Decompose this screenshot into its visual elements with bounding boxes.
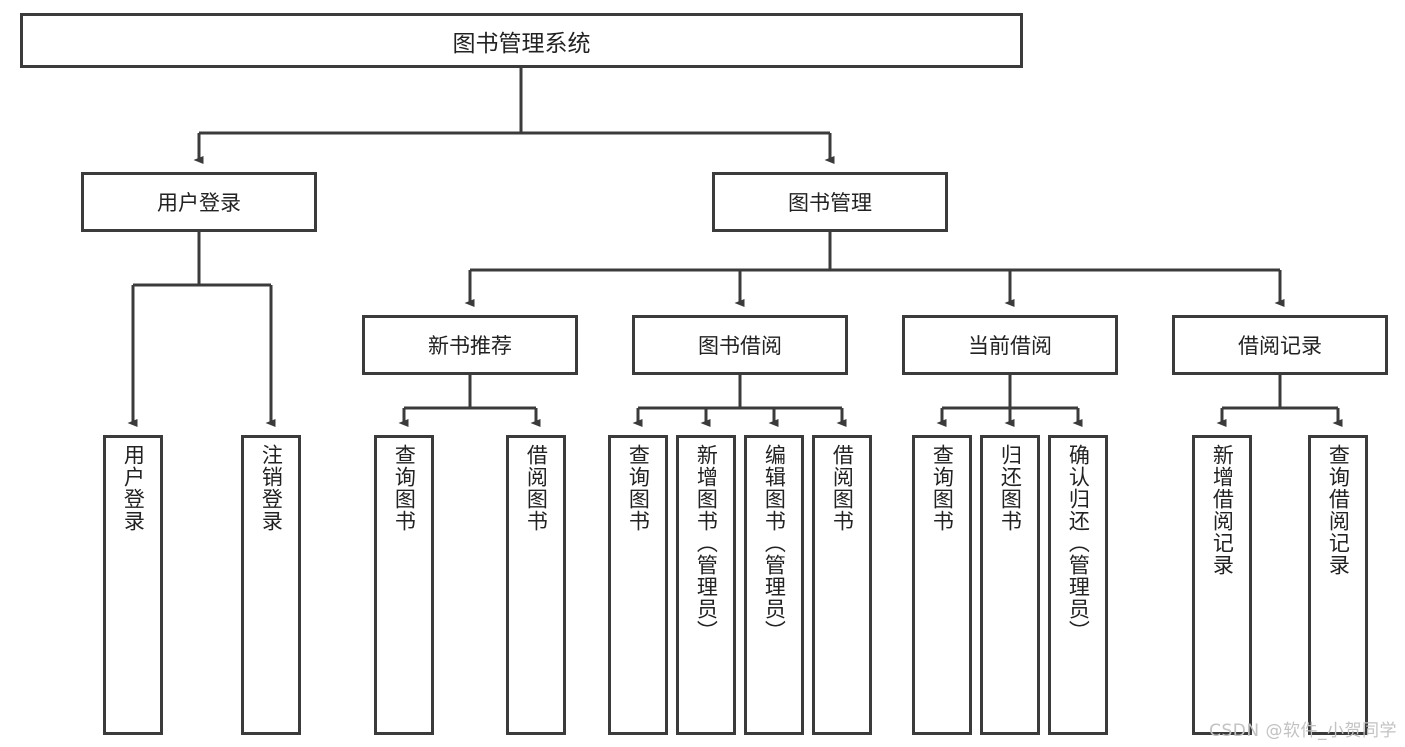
node-label: 当前借阅 bbox=[968, 334, 1052, 358]
node-label: 借阅记录 bbox=[1238, 334, 1322, 358]
leaf-label: 编辑图书（管理员） bbox=[762, 444, 787, 642]
leaf-label: 用户登录 bbox=[121, 444, 146, 532]
node-book-borrow[interactable]: 图书借阅 bbox=[632, 315, 848, 375]
csdn-watermark: CSDN @软件_小贺同学 bbox=[1209, 721, 1397, 741]
leaf-label: 查询图书 bbox=[626, 444, 651, 532]
leaf-confirm-return-admin[interactable]: 确认归还（管理员） bbox=[1048, 435, 1108, 735]
node-book-management[interactable]: 图书管理 bbox=[712, 172, 948, 232]
node-label: 用户登录 bbox=[157, 191, 241, 215]
node-label: 图书管理 bbox=[788, 191, 872, 215]
node-label: 图书管理系统 bbox=[452, 30, 591, 57]
leaf-edit-book-admin[interactable]: 编辑图书（管理员） bbox=[744, 435, 804, 735]
leaf-label: 查询图书 bbox=[930, 444, 955, 532]
leaf-label: 借阅图书 bbox=[524, 444, 549, 532]
leaf-borrow-book[interactable]: 借阅图书 bbox=[812, 435, 872, 735]
leaf-label: 确认归还（管理员） bbox=[1066, 444, 1091, 642]
leaf-user-login[interactable]: 用户登录 bbox=[103, 435, 163, 735]
leaf-label: 查询图书 bbox=[392, 444, 417, 532]
node-root-book-management-system[interactable]: 图书管理系统 bbox=[20, 13, 1023, 68]
node-label: 新书推荐 bbox=[428, 334, 512, 358]
leaf-borrow-query-book[interactable]: 查询图书 bbox=[608, 435, 668, 735]
leaf-label: 新增图书（管理员） bbox=[694, 444, 719, 642]
leaf-label: 注销登录 bbox=[259, 444, 284, 532]
node-current-borrow[interactable]: 当前借阅 bbox=[902, 315, 1118, 375]
leaf-logout-login[interactable]: 注销登录 bbox=[241, 435, 301, 735]
leaf-query-borrow-record[interactable]: 查询借阅记录 bbox=[1308, 435, 1368, 735]
leaf-return-book[interactable]: 归还图书 bbox=[980, 435, 1040, 735]
leaf-current-query-book[interactable]: 查询图书 bbox=[912, 435, 972, 735]
node-user-login[interactable]: 用户登录 bbox=[81, 172, 317, 232]
node-label: 图书借阅 bbox=[698, 334, 782, 358]
leaf-label: 借阅图书 bbox=[830, 444, 855, 532]
leaf-add-book-admin[interactable]: 新增图书（管理员） bbox=[676, 435, 736, 735]
leaf-label: 查询借阅记录 bbox=[1326, 444, 1351, 576]
leaf-label: 归还图书 bbox=[998, 444, 1023, 532]
leaf-label: 新增借阅记录 bbox=[1210, 444, 1235, 576]
leaf-add-borrow-record[interactable]: 新增借阅记录 bbox=[1192, 435, 1252, 735]
node-new-book-recommend[interactable]: 新书推荐 bbox=[362, 315, 578, 375]
leaf-new-book-query[interactable]: 查询图书 bbox=[374, 435, 434, 735]
node-borrow-record[interactable]: 借阅记录 bbox=[1172, 315, 1388, 375]
leaf-new-book-borrow[interactable]: 借阅图书 bbox=[506, 435, 566, 735]
